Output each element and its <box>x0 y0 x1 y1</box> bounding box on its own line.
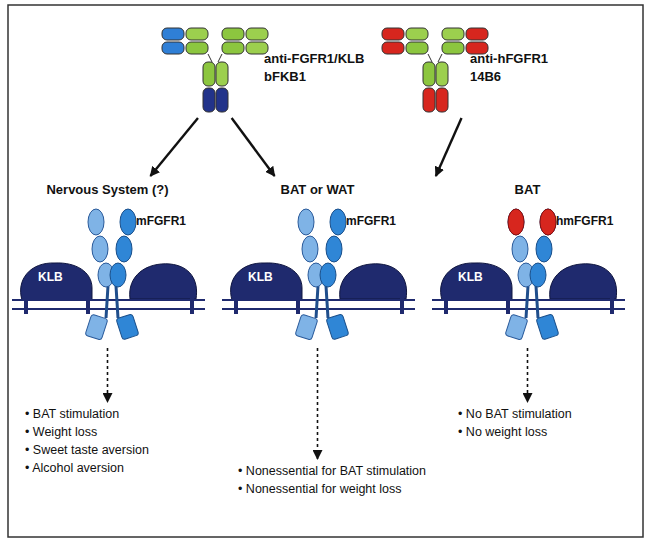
tissue-heading: BAT <box>430 182 625 198</box>
antibody-text: anti-FGFR1/KLB <box>264 50 364 68</box>
component-label: KLB <box>248 270 273 284</box>
human-receptor-domain <box>508 209 524 235</box>
bispecific-antibody <box>203 88 215 112</box>
tissue-panel: BAT or WAT <box>220 176 415 348</box>
outcome-item: • Sweet taste aversion <box>25 441 149 459</box>
anti-fgfr1-antibody <box>382 28 404 40</box>
frame <box>8 5 643 537</box>
receptor-complex <box>222 209 415 340</box>
anti-fgfr1-antibody <box>406 28 428 40</box>
anti-fgfr1-antibody <box>406 42 428 54</box>
dashed-arrow <box>317 348 319 459</box>
bispecific-antibody <box>216 88 228 112</box>
anti-fgfr1-antibody <box>423 88 435 112</box>
antibody-name: anti-hFGFR114B6 <box>470 50 548 86</box>
anti-fgfr1-antibody <box>442 42 464 54</box>
anti-fgfr1-antibody <box>442 28 464 40</box>
outcome-list: • No BAT stimulation• No weight loss <box>458 405 572 441</box>
human-receptor-domain <box>508 209 556 235</box>
outcome-item: • Nonessential for weight loss <box>238 480 426 498</box>
antibody-name: anti-FGFR1/KLBbFKB1 <box>264 50 364 86</box>
anti-fgfr1-antibody <box>436 88 448 112</box>
outcome-item: • BAT stimulation <box>25 405 149 423</box>
bispecific-antibody <box>186 28 208 40</box>
tissue-heading: Nervous System (?) <box>10 182 205 198</box>
anti-fgfr1-antibody <box>436 62 448 86</box>
component-label: hmFGFR1 <box>556 214 613 228</box>
outcome-item: • No BAT stimulation <box>458 405 572 423</box>
component-label: KLB <box>38 270 63 284</box>
outcome-item: • No weight loss <box>458 423 572 441</box>
anti-fgfr1-antibody <box>423 62 435 86</box>
antibody-text: 14B6 <box>470 68 548 86</box>
component-label: KLB <box>458 270 483 284</box>
bispecific-antibody <box>216 62 228 86</box>
anti-fgfr1-antibody <box>438 54 442 62</box>
human-receptor-domain <box>540 209 556 235</box>
tissue-panel: Nervous System (?) <box>10 176 205 348</box>
arrow <box>436 118 462 176</box>
antibody-label: anti-FGFR1/KLBbFKB1 <box>158 22 368 118</box>
anti-fgfr1-antibody <box>428 54 432 62</box>
bispecific-antibody <box>186 42 208 54</box>
anti-fgfr1-antibody <box>382 42 404 54</box>
receptor-complex <box>12 209 205 340</box>
bispecific-antibody <box>222 28 244 40</box>
arrow <box>150 118 198 176</box>
bispecific-antibody <box>162 42 184 54</box>
dashed-arrow <box>527 348 529 402</box>
receptor-complex <box>432 209 625 340</box>
outcome-list: • BAT stimulation• Weight loss• Sweet ta… <box>25 405 149 477</box>
tissue-heading: BAT or WAT <box>220 182 415 198</box>
dashed-arrow <box>107 348 109 402</box>
bispecific-antibody <box>222 42 244 54</box>
bispecific-antibody <box>246 28 268 40</box>
arrow <box>232 118 275 176</box>
outcome-list: • Nonessential for BAT stimulation• None… <box>238 462 426 498</box>
bispecific-antibody <box>162 28 268 112</box>
outcome-item: • Weight loss <box>25 423 149 441</box>
bispecific-antibody <box>162 28 184 40</box>
bispecific-antibody <box>208 54 212 62</box>
component-label: mFGFR1 <box>346 214 396 228</box>
antibody-label: anti-hFGFR114B6 <box>378 22 552 118</box>
bispecific-antibody <box>218 54 222 62</box>
antibody-text: anti-hFGFR1 <box>470 50 548 68</box>
outcome-item: • Nonessential for BAT stimulation <box>238 462 426 480</box>
anti-fgfr1-antibody <box>466 28 488 40</box>
outcome-item: • Alcohol aversion <box>25 459 149 477</box>
component-label: mFGFR1 <box>136 214 186 228</box>
antibody-text: bFKB1 <box>264 68 364 86</box>
bispecific-antibody <box>203 62 215 86</box>
tissue-panel: BAT <box>430 176 625 348</box>
